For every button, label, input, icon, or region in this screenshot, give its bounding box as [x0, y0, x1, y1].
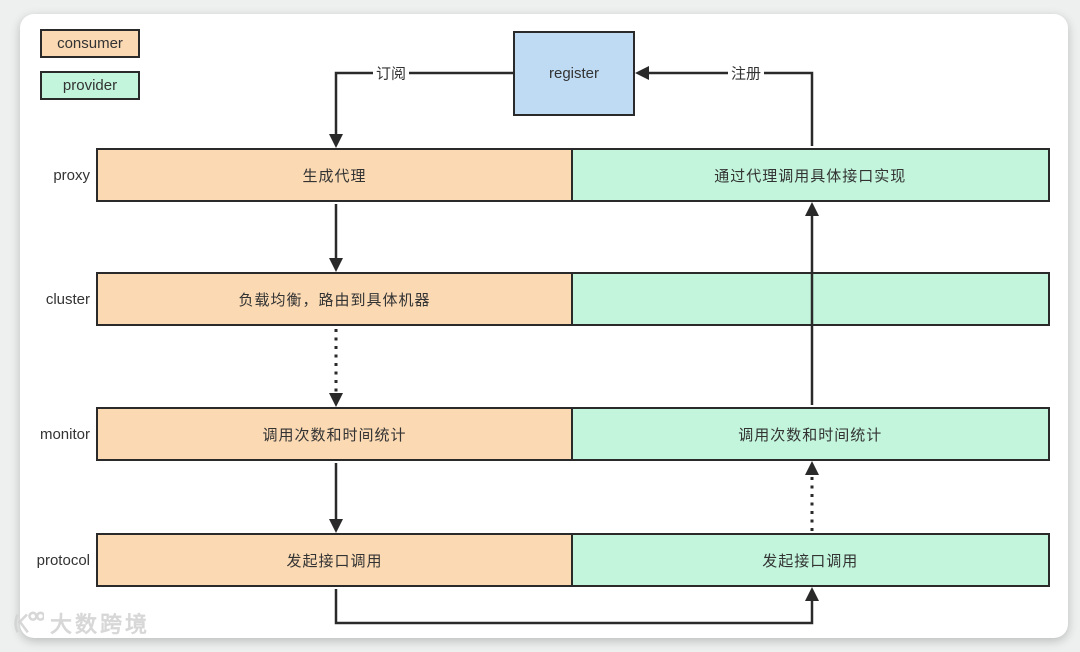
- proxy-consumer-cell: 生成代理: [96, 148, 573, 202]
- row-cluster: 负载均衡，路由到具体机器: [96, 272, 1050, 326]
- subscribe-edge-label: 订阅: [372, 62, 410, 84]
- legend-consumer-label: consumer: [57, 35, 123, 52]
- cluster-consumer-cell: 负载均衡，路由到具体机器: [96, 272, 573, 326]
- row-label-cluster: cluster: [45, 290, 90, 308]
- register-node-label: register: [548, 65, 600, 82]
- row-protocol: 发起接口调用 发起接口调用: [96, 533, 1050, 587]
- row-label-protocol: protocol: [36, 551, 90, 569]
- watermark-text: 大数跨境: [50, 612, 151, 637]
- protocol-consumer-cell: 发起接口调用: [96, 533, 573, 587]
- monitor-consumer-cell: 调用次数和时间统计: [96, 407, 573, 461]
- row-label-proxy: proxy: [53, 166, 90, 184]
- cluster-provider-cell: [570, 272, 1050, 326]
- register-node: register: [513, 31, 635, 116]
- legend-consumer: consumer: [40, 29, 140, 58]
- row-label-monitor: monitor: [39, 425, 90, 443]
- row-monitor: 调用次数和时间统计 调用次数和时间统计: [96, 407, 1050, 461]
- protocol-provider-cell: 发起接口调用: [570, 533, 1050, 587]
- watermark: 大数跨境: [10, 607, 150, 639]
- watermark-logo-icon: [14, 611, 44, 634]
- register-edge-label: 注册: [727, 62, 765, 84]
- row-proxy: 生成代理 通过代理调用具体接口实现: [96, 148, 1050, 202]
- legend-provider: provider: [40, 71, 140, 100]
- legend-provider-label: provider: [62, 77, 118, 94]
- proxy-provider-cell: 通过代理调用具体接口实现: [570, 148, 1050, 202]
- monitor-provider-cell: 调用次数和时间统计: [570, 407, 1050, 461]
